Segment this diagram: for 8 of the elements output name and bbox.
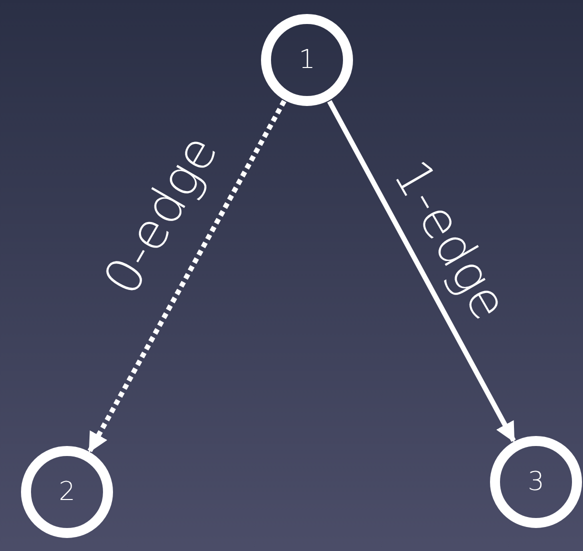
node-number: 1 (298, 45, 316, 75)
arrow (327, 100, 516, 442)
node-circle (21, 446, 113, 538)
node-number: 3 (528, 467, 544, 497)
node-circle (490, 436, 582, 528)
arrow (88, 100, 286, 453)
node-circle (261, 14, 353, 106)
node-number: 2 (58, 477, 76, 507)
